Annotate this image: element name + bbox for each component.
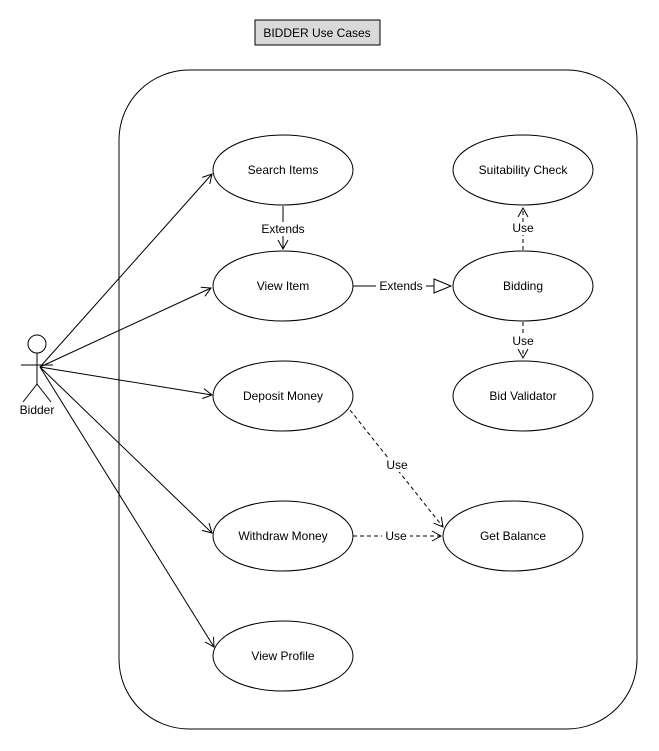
bidding-ellipse[interactable] [452,250,594,322]
view-profile-ellipse[interactable] [212,620,354,692]
edge-actor-view-profile[interactable] [39,366,215,648]
edge-actor-withdraw-money[interactable] [39,366,213,534]
edge-use-deposit-getbalance[interactable]: Use [349,409,444,528]
actor-label: Bidder [20,403,55,417]
use-case-bid-validator[interactable]: Bid Validator [452,360,594,432]
use-case-withdraw-money[interactable]: Withdraw Money [212,500,354,572]
search-items-ellipse[interactable] [212,134,354,206]
extends-label-bg [376,279,426,293]
view-item-label: View Item [257,279,309,293]
edge-actor-deposit-money-line[interactable] [39,366,214,399]
edge-actor-withdraw-money-line[interactable] [39,366,213,534]
edge-extends-view-bidding[interactable]: Extends [353,278,453,294]
actor-leg-left [22,383,38,403]
get-balance-label: Get Balance [480,529,546,543]
use-case-bidding[interactable]: Bidding [452,250,594,322]
use-case-deposit-money[interactable]: Deposit Money [212,360,354,432]
edge-use-deposit-getbalance-line[interactable] [349,409,444,528]
bid-validator-label: Bid Validator [489,389,556,403]
actor-leg-right [36,383,52,403]
use-case-search-items[interactable]: Search Items [212,134,354,206]
system-boundary[interactable] [118,69,638,730]
suitability-check-label: Suitability Check [479,163,569,177]
search-items-label: Search Items [248,163,319,177]
use-label: Use [386,458,408,472]
withdraw-money-label: Withdraw Money [238,529,327,543]
use-label: Use [512,334,534,348]
edge-actor-search-items[interactable] [39,173,213,368]
extends-label: Extends [379,279,422,293]
suitability-check-ellipse[interactable] [452,134,594,206]
deposit-money-label: Deposit Money [243,389,323,403]
use-case-get-balance[interactable]: Get Balance [442,500,584,572]
edge-actor-view-item-line[interactable] [39,286,212,368]
use-label-bg [509,222,537,235]
use-label-bg [509,335,537,348]
use-case-view-profile[interactable]: View Profile [212,620,354,692]
use-label-bg [383,459,411,472]
bidding-label: Bidding [503,279,543,293]
actor-head [27,334,47,354]
diagram-title-box[interactable]: BIDDER Use Cases [254,19,381,46]
view-profile-label: View Profile [251,649,314,663]
diagram-title: BIDDER Use Cases [263,26,370,40]
use-label: Use [512,221,534,235]
diagram-title-rect[interactable] [254,19,381,46]
bid-validator-ellipse[interactable] [452,360,594,432]
use-label: Use [385,529,407,543]
extends-label: Extends [261,222,304,236]
use-case-view-item[interactable]: View Item [212,250,354,322]
edge-actor-search-items-line[interactable] [39,173,213,368]
edge-use-withdraw-getbalance[interactable]: Use [353,529,443,543]
edge-actor-deposit-money[interactable] [39,366,214,399]
edge-actor-view-item[interactable] [39,286,212,368]
extends-label-bg [257,222,309,236]
use-label-bg [382,529,410,542]
actor-bidder[interactable]: Bidder [20,334,55,417]
edge-use-bidding-suitability[interactable]: Use [509,206,537,250]
edge-actor-view-profile-line[interactable] [39,366,215,648]
get-balance-ellipse[interactable] [442,500,584,572]
edge-use-bidding-validator[interactable]: Use [509,322,537,360]
use-case-suitability-check[interactable]: Suitability Check [452,134,594,206]
edge-extends-search-view[interactable]: Extends [257,206,309,251]
